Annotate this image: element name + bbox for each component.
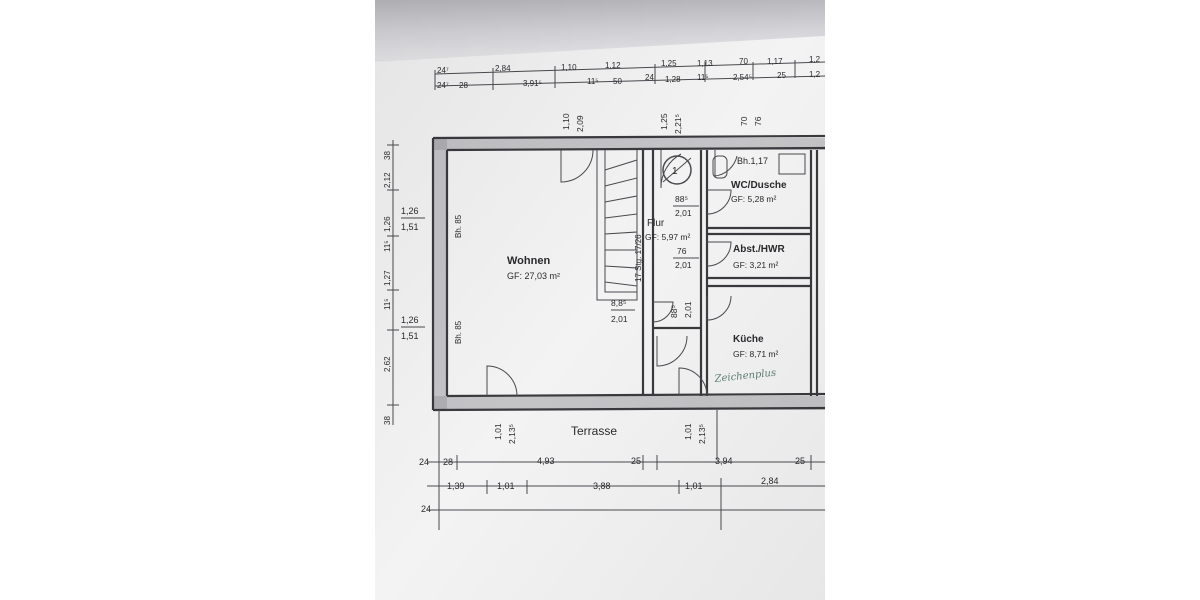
dim-top2-7: 11⁵: [697, 73, 709, 82]
dim-top2-8: 2,54⁵: [733, 73, 752, 82]
dim-top1-6: 70: [739, 57, 748, 66]
door-flur-right-w: 88⁵: [669, 305, 679, 318]
dim-top1-2: 1,10: [561, 63, 577, 72]
door-top-wohnen-w: 1,10: [561, 113, 571, 130]
dim-bottom1-1: 28: [443, 457, 453, 467]
room-name-wc: WC/Dusche: [731, 180, 787, 191]
dim-bottom1-4: 3,94: [715, 456, 733, 466]
dim-top2-6: 1,28: [665, 75, 681, 84]
door-hwr-w: 76: [677, 246, 687, 256]
door-top-wohnen-h: 2,09: [575, 115, 585, 132]
dim-top2-3: 11⁵: [587, 77, 599, 86]
window-left-top-w: 1,26: [401, 206, 419, 216]
floor-plan-photo: 24⁷ 2,84 1,10 1,12 1,25 1,13 70 1,17 1,2…: [375, 0, 825, 600]
dim-left-2: 1,26: [383, 216, 392, 232]
annotation-bh-left-top: Bh. 85: [454, 214, 463, 238]
dim-bottom2-2: 3,88: [593, 481, 611, 491]
annotation-bh-left-bottom: Bh. 85: [454, 320, 463, 344]
dim-top1-8: 1,2: [809, 55, 821, 64]
door-flur-left-h: 2,01: [611, 314, 628, 324]
dim-bottom1-0: 24: [419, 457, 429, 467]
dim-bottom2-3: 1,01: [685, 481, 703, 491]
window-left-bottom-w: 1,26: [401, 315, 419, 325]
floor-plan-drawing: 24⁷ 2,84 1,10 1,12 1,25 1,13 70 1,17 1,2…: [375, 0, 825, 600]
dim-bottom2-4: 2,84: [761, 476, 779, 486]
door-top-wc-w: 70: [739, 116, 749, 126]
dim-left-3: 11⁵: [383, 240, 392, 252]
dim-left-7: 38: [383, 416, 392, 425]
door-flur-left-w: 8,8⁵: [611, 298, 626, 308]
room-name-flur: Flur: [647, 218, 665, 229]
door-flur-right-h: 2,01: [683, 301, 693, 318]
dim-top1-5: 1,13: [697, 59, 713, 68]
dim-top2-9: 25: [777, 71, 786, 80]
dim-bottom1-2: 4,93: [537, 456, 555, 466]
dim-bottom1-3: 25: [631, 456, 641, 466]
room-area-hwr: GF: 3,21 m²: [733, 260, 779, 270]
door-top-flur-w: 1,25: [659, 113, 669, 130]
dim-left-4: 1,27: [383, 270, 392, 286]
door-terr-left-h: 2,13⁵: [507, 424, 517, 444]
door-hwr-h: 2,01: [675, 260, 692, 270]
door-top-wc-h: 76: [753, 116, 763, 126]
room-area-wohnen: GF: 27,03 m²: [507, 271, 560, 281]
window-left-bottom-h: 1,51: [401, 331, 419, 341]
dim-bottom2-0: 1,39: [447, 481, 465, 491]
annotation-bh-wc: Bh.1,17: [737, 156, 768, 166]
dim-top2-1: 28: [459, 81, 468, 90]
door-terr-left-w: 1,01: [493, 423, 503, 440]
room-area-wc: GF: 5,28 m²: [731, 194, 777, 204]
room-area-flur: GF: 5,97 m²: [645, 232, 691, 242]
door-top-flur-h: 2,21⁵: [673, 114, 683, 134]
dim-bottom2-1: 1,01: [497, 481, 515, 491]
dim-left-1: 2,12: [383, 172, 392, 188]
dim-top1-4: 1,25: [661, 59, 677, 68]
door-terr-right-h: 2,13⁵: [697, 424, 707, 444]
dim-left-0: 38: [383, 151, 392, 160]
dim-bottom3-0: 24: [421, 504, 431, 514]
dim-top1-7: 1,17: [767, 57, 783, 66]
room-name-wohnen: Wohnen: [507, 255, 550, 267]
dim-top2-4: 50: [613, 77, 622, 86]
circle-marker-label: 1: [672, 166, 678, 177]
dim-top2-10: 1,2: [809, 70, 821, 79]
annotation-stairs: 17 Stg. 17/26: [634, 234, 643, 282]
dim-top1-1: 2,84: [495, 64, 511, 73]
dim-top2-5: 24: [645, 73, 654, 82]
room-name-terrasse: Terrasse: [571, 424, 617, 438]
room-name-hwr: Abst./HWR: [733, 244, 785, 255]
door-wc-h: 2,01: [675, 208, 692, 218]
dim-bottom1-5: 25: [795, 456, 805, 466]
dim-left-5: 11⁵: [383, 298, 392, 310]
door-terr-right-w: 1,01: [683, 423, 693, 440]
dim-top2-2: 3,91⁵: [523, 79, 542, 88]
room-name-kueche: Küche: [733, 334, 764, 345]
door-wc-w: 88⁵: [675, 194, 688, 204]
window-left-top-h: 1,51: [401, 222, 419, 232]
dim-top1-0: 24⁷: [437, 66, 449, 75]
room-area-kueche: GF: 8,71 m²: [733, 349, 779, 359]
dim-top2-0: 24⁷: [437, 81, 449, 90]
dim-top1-3: 1,12: [605, 61, 621, 70]
dim-left-6: 2,62: [383, 356, 392, 372]
